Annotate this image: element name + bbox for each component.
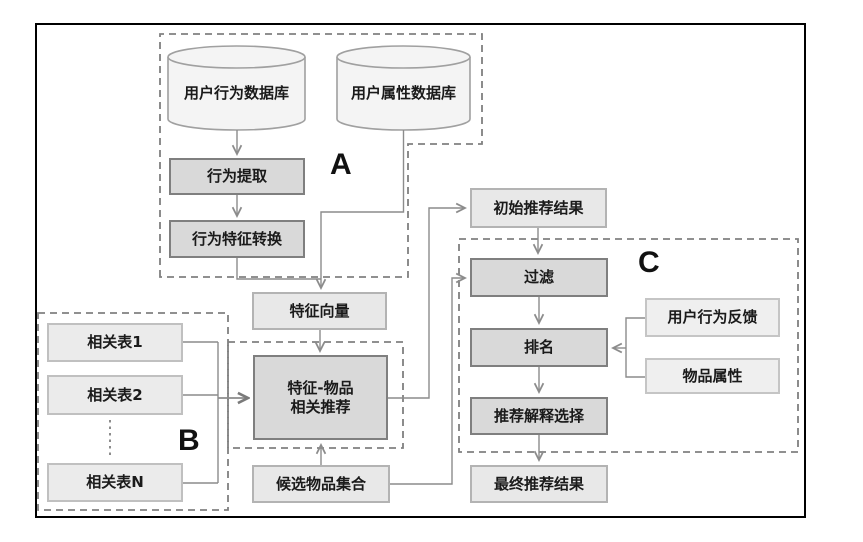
- node-user-attribute-db: 用户属性数据库: [350, 83, 456, 102]
- node-final-recommendation-result: 最终推荐结果: [470, 465, 608, 503]
- node-recommendation-explanation-selection: 推荐解释选择: [470, 397, 608, 435]
- node-ranking: 排名: [470, 328, 608, 367]
- database-shapes: [167, 45, 471, 131]
- node-behavior-feature-conversion: 行为特征转换: [169, 220, 305, 258]
- node-behavior-extraction: 行为提取: [169, 158, 305, 195]
- connectors: [109, 130, 645, 485]
- region-b-label: B: [178, 424, 200, 457]
- node-related-table-1: 相关表1: [47, 323, 183, 362]
- node-feature-vector: 特征向量: [252, 292, 387, 330]
- node-item-attributes: 物品属性: [645, 358, 780, 394]
- node-related-table-2: 相关表2: [47, 375, 183, 415]
- node-feature-item-recommendation: 特征-物品 相关推荐: [253, 355, 388, 440]
- node-initial-recommendation-result: 初始推荐结果: [470, 188, 607, 228]
- user-behavior-db-top: [167, 45, 306, 69]
- edge-feedback-join: [625, 317, 645, 348]
- edge-conversion-join: [236, 258, 321, 280]
- edge-candidates-filter: [390, 278, 465, 485]
- node-filter: 过滤: [470, 258, 608, 297]
- node-candidate-item-set: 候选物品集合: [252, 465, 390, 503]
- edge-itemattr-join: [625, 348, 645, 378]
- node-user-behavior-feedback: 用户行为反馈: [645, 298, 780, 337]
- node-user-behavior-db: 用户行为数据库: [183, 83, 289, 102]
- region-a-outline: [159, 33, 483, 278]
- region-c-label: C: [638, 246, 660, 279]
- edge-featureitem-initialresult: [388, 208, 465, 399]
- node-related-table-n: 相关表N: [47, 463, 183, 502]
- edge-attributedb-featurevector: [321, 130, 405, 288]
- region-a-label: A: [330, 148, 352, 181]
- user-attribute-db-top: [336, 45, 471, 69]
- user-attribute-db-body: [336, 57, 471, 131]
- region-c-outline: [458, 238, 799, 453]
